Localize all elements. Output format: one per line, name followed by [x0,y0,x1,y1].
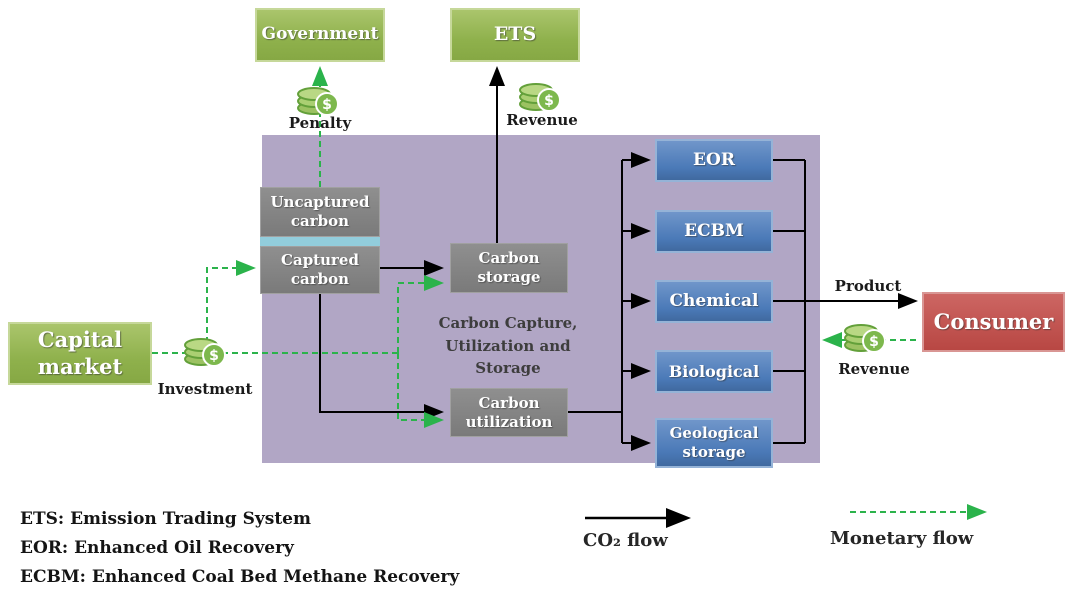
label-consumer-revenue: Revenue [838,360,910,378]
money-icon-ets-revenue: $ [519,83,561,112]
node-biological: Biological [655,350,773,393]
money-icon-investment: $ [184,338,226,367]
capture-divider-strip [260,237,380,246]
node-capital-market-label: Capital market [37,327,123,379]
arrow-captured-to-utilization [319,294,444,420]
node-biological-label: Biological [668,361,760,381]
node-carbon-storage: Carbon storage [450,243,568,293]
svg-text:$: $ [544,93,554,109]
label-penalty: Penalty [288,114,352,132]
node-geological-storage-label: Geological storage [669,424,759,461]
legend-monetary-flow-label: Monetary flow [830,528,974,549]
label-ets-revenue: Revenue [506,111,578,129]
node-captured-carbon: Captured carbon [260,246,380,294]
node-uncaptured-carbon-label: Uncaptured carbon [270,193,370,230]
node-ecbm: ECBM [655,210,773,253]
svg-text:$: $ [869,334,879,350]
node-government: Government [255,8,385,62]
legend-co2-flow-label: CO₂ flow [583,530,668,551]
node-chemical: Chemical [655,280,773,323]
node-carbon-utilization-label: Carbon utilization [465,393,553,431]
node-consumer: Consumer [922,292,1065,352]
node-carbon-storage-label: Carbon storage [477,249,541,286]
label-product: Product [834,277,902,295]
node-eor-label: EOR [693,149,735,170]
node-consumer-label: Consumer [933,308,1054,334]
node-chemical-label: Chemical [669,290,759,311]
node-eor: EOR [655,139,773,182]
node-captured-carbon-label: Captured carbon [281,251,359,288]
label-investment: Investment [157,380,253,398]
arrow-investment-to-captured [206,260,256,353]
node-capital-market: Capital market [8,322,152,385]
node-ecbm-label: ECBM [684,220,744,241]
node-ets: ETS [450,8,580,62]
arrow-investment-to-storage [397,275,444,353]
legend-eor-definition: EOR: Enhanced Oil Recovery [20,538,294,558]
money-icon-penalty: $ [297,87,339,116]
node-government-label: Government [261,24,379,45]
legend-ets-definition: ETS: Emission Trading System [20,509,311,529]
node-ets-label: ETS [493,23,537,46]
ccus-region-title: Carbon Capture, Utilization and Storage [438,314,578,377]
money-icon-consumer-revenue: $ [844,324,886,353]
legend-ecbm-definition: ECBM: Enhanced Coal Bed Methane Recovery [20,567,460,587]
arrow-investment-to-utilization [397,353,444,428]
node-uncaptured-carbon: Uncaptured carbon [260,187,380,237]
node-carbon-utilization: Carbon utilization [450,388,568,437]
node-geological-storage: Geological storage [655,418,773,468]
svg-text:$: $ [322,97,332,113]
svg-text:$: $ [209,348,219,364]
